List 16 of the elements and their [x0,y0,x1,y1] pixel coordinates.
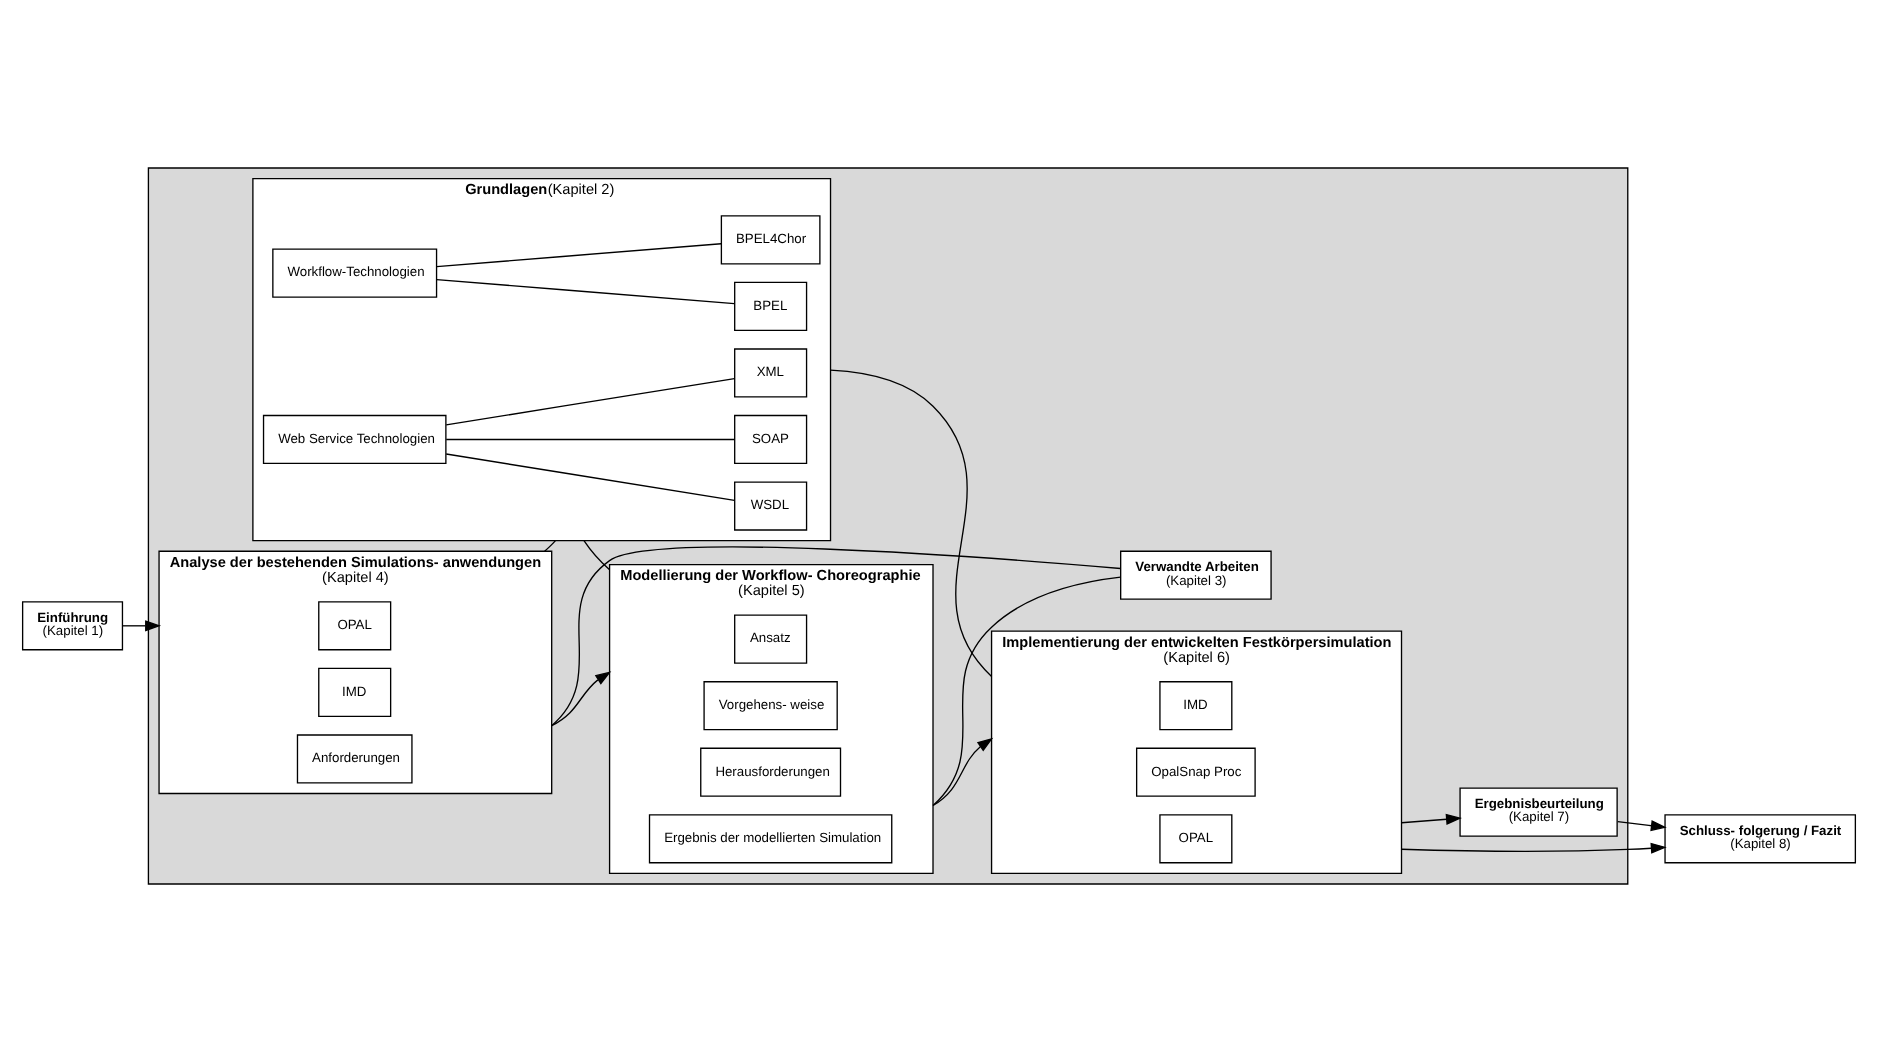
arrow [121,620,162,632]
connector [445,438,736,441]
connector [583,539,611,571]
arrow [1400,813,1462,825]
connector [932,576,1122,807]
arrow [1617,820,1667,832]
connector [436,243,722,268]
arrow [551,671,612,727]
connector [543,539,557,552]
connector [445,377,736,426]
connector [436,278,735,305]
connector [445,453,736,502]
arrow [932,737,994,807]
arrow [1400,842,1667,854]
connector [551,546,1122,727]
connector [829,369,993,678]
